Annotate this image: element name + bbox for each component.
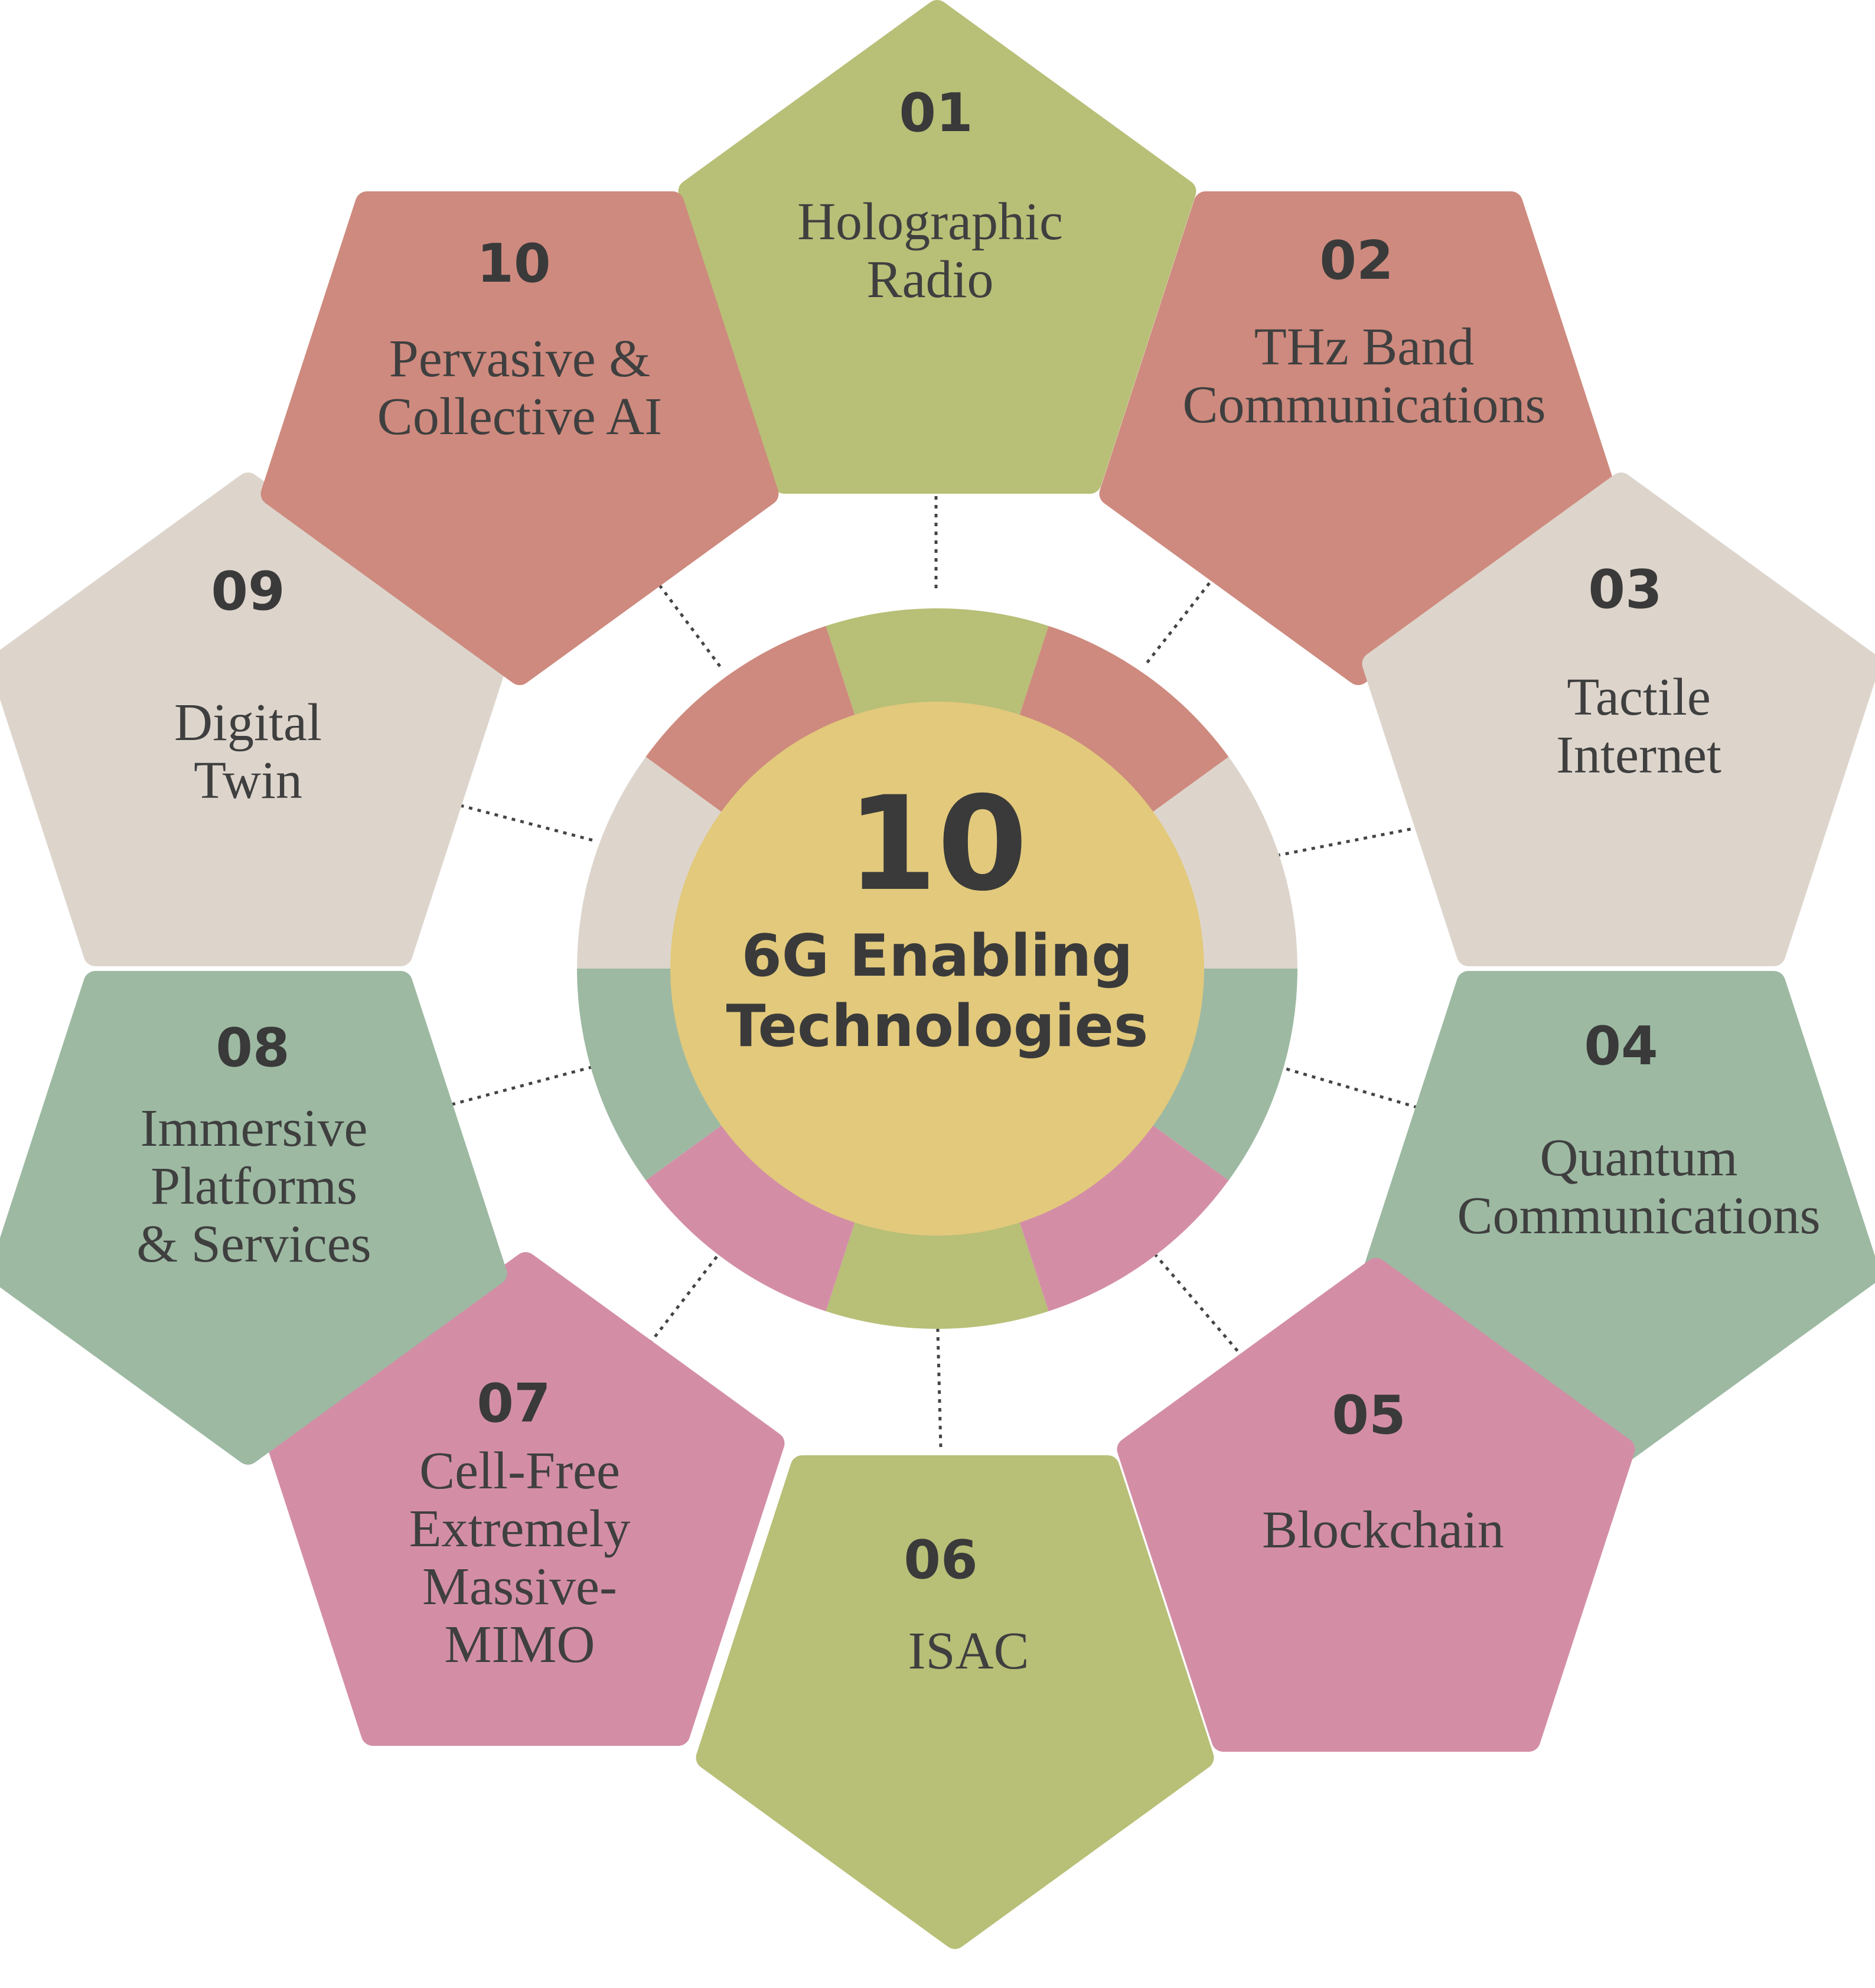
ring-segments [577,608,1297,1329]
ring-segment [645,625,859,820]
ring-segment [1142,969,1297,1181]
connector-line [1278,824,1429,857]
connector-line [935,1308,943,1448]
connectors [451,470,1429,1448]
connector-line [648,1249,723,1345]
tech-label: Pervasive &Collective AI [377,330,662,446]
connector-line [1144,554,1232,666]
pentagon-shape [696,1455,1214,1949]
pentagon-shape [1117,1258,1635,1752]
connector-line [642,563,723,670]
pentagon-shape [1362,472,1875,966]
center-title-line1: 6G Enabling [742,923,1133,990]
ring-segment [826,1210,1049,1329]
connector-line [451,1065,594,1106]
ring-segment [1015,625,1229,820]
tech-number: 08 [216,1017,289,1079]
connector-line [1278,1065,1418,1109]
connector-line [1150,1249,1250,1365]
tech-number: 09 [211,560,285,623]
tech-number: 10 [477,233,550,295]
center-title-line2: Technologies [726,993,1149,1060]
ring-segment [826,608,1049,728]
ring-segment [577,757,732,969]
center-number: 10 [847,768,1028,920]
tech-number: 01 [899,82,973,144]
connector-line [451,801,594,842]
pentagon-shape [678,0,1196,494]
tech-number: 04 [1584,1015,1658,1077]
ring-segment [1142,757,1297,969]
tech-number: 06 [904,1529,977,1591]
ring-segment [1015,1117,1229,1312]
tech-number: 05 [1332,1384,1406,1446]
pentagon-shape [260,191,779,685]
ring-segment [577,969,732,1181]
center-circle [670,702,1204,1236]
tech-number: 07 [477,1373,550,1435]
pentagon-shape [0,971,507,1465]
tech-label: ISAC [908,1622,1029,1680]
tech-label: Blockchain [1262,1501,1504,1559]
center-hub: 10 6G Enabling Technologies [670,702,1204,1236]
ring-segment [645,1117,859,1312]
tech-number: 03 [1588,559,1662,621]
tech-number: 02 [1319,230,1393,292]
